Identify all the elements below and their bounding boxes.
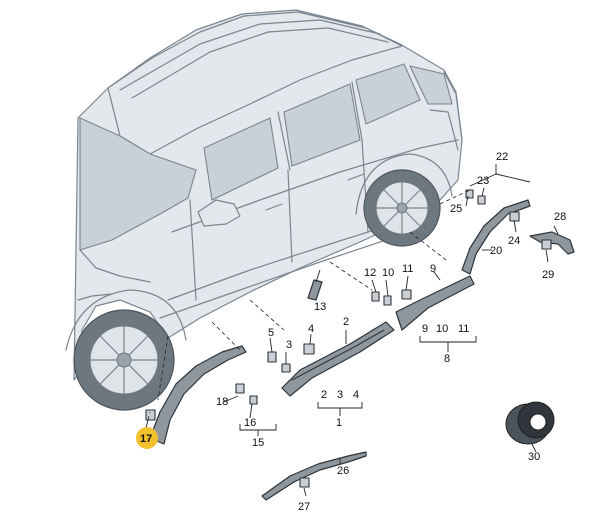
callout-9: 9 bbox=[430, 263, 436, 275]
callout-16: 16 bbox=[244, 417, 256, 429]
callout-1: 1 bbox=[336, 417, 342, 429]
callout-group-1-a: 2 bbox=[321, 389, 327, 401]
callout-25: 25 bbox=[450, 203, 462, 215]
callout-23: 23 bbox=[477, 175, 489, 187]
callout-17: 17 bbox=[140, 433, 152, 445]
callout-27: 27 bbox=[298, 501, 310, 513]
callout-15: 15 bbox=[252, 437, 264, 449]
callout-group-8-b: 10 bbox=[436, 323, 448, 335]
callout-29: 29 bbox=[542, 269, 554, 281]
fastener-clips bbox=[145, 189, 552, 488]
callout-8: 8 bbox=[444, 353, 450, 365]
callout-10: 10 bbox=[382, 267, 394, 279]
callout-5: 5 bbox=[268, 327, 274, 339]
callout-17-highlight bbox=[136, 427, 158, 449]
callout-22: 22 bbox=[496, 151, 508, 163]
callout-26: 26 bbox=[337, 465, 349, 477]
callout-12: 12 bbox=[364, 267, 376, 279]
callout-28: 28 bbox=[554, 211, 566, 223]
callout-24: 24 bbox=[508, 235, 520, 247]
adhesive-tape-roll bbox=[505, 401, 555, 445]
callout-18: 18 bbox=[216, 396, 228, 408]
callout-13: 13 bbox=[314, 301, 326, 313]
rear-sill-trim bbox=[395, 275, 475, 331]
callout-30: 30 bbox=[528, 451, 540, 463]
callout-group-8-c: 11 bbox=[458, 323, 469, 335]
callout-2: 2 bbox=[343, 316, 349, 328]
wheel-arch-trim-rear bbox=[461, 199, 531, 275]
callout-group-8-a: 9 bbox=[422, 323, 428, 335]
trim-parts bbox=[145, 189, 575, 501]
callout-labels: 1 2 3 4 5 2 3 4 8 9 10 11 12 13 9 10 11 … bbox=[136, 151, 566, 513]
small-trim-strip bbox=[529, 231, 575, 255]
mounting-bracket bbox=[307, 279, 323, 301]
callout-3: 3 bbox=[286, 339, 292, 351]
callout-11: 11 bbox=[402, 263, 413, 275]
wheel-arch-trim-front bbox=[149, 345, 247, 445]
callout-4: 4 bbox=[308, 323, 314, 335]
callout-group-1-b: 3 bbox=[337, 389, 343, 401]
callout-20: 20 bbox=[490, 245, 502, 257]
leader-lines bbox=[145, 164, 559, 497]
trim-strip-extension bbox=[261, 451, 367, 501]
vehicle-illustration bbox=[65, 9, 463, 411]
side-sill-trim bbox=[281, 321, 395, 397]
callout-group-1-c: 4 bbox=[353, 389, 359, 401]
